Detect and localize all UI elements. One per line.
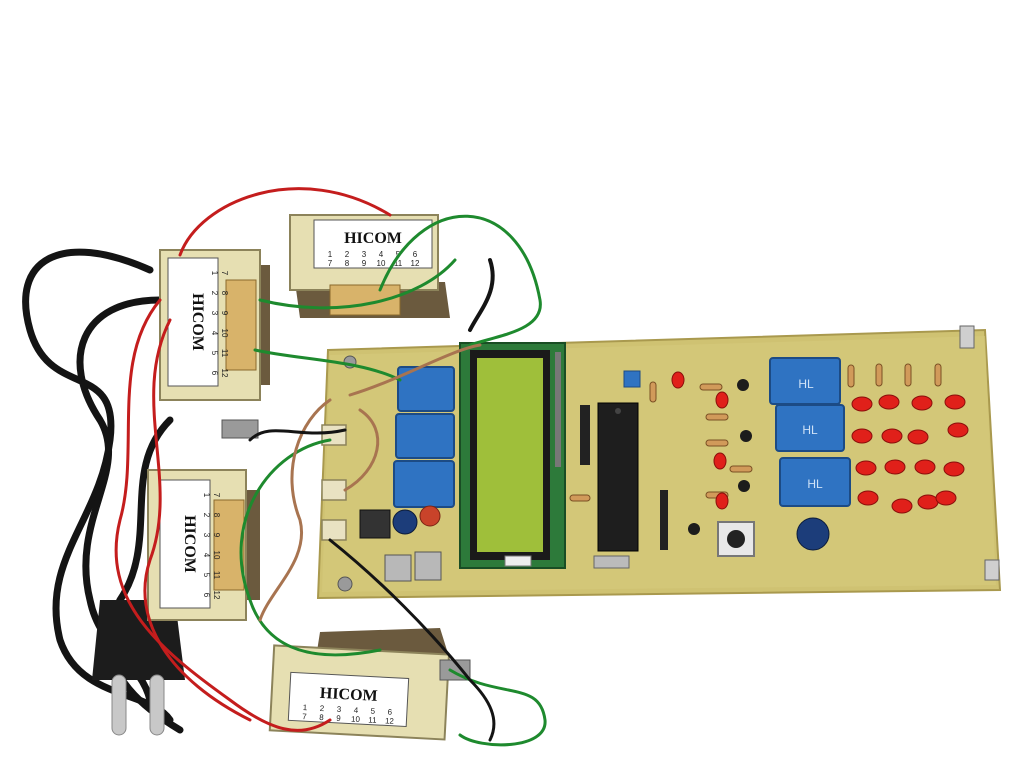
- pin-label: 1: [303, 703, 308, 712]
- red-leds: [671, 371, 969, 514]
- green-wire: [239, 438, 382, 657]
- relay: HL: [779, 457, 851, 507]
- pin-label: 8: [345, 259, 350, 268]
- pin-label: 7: [220, 271, 229, 276]
- pin-label: 1: [210, 271, 219, 276]
- brown-wire: [258, 398, 332, 622]
- lcd-module: [459, 342, 566, 569]
- pin-label: 9: [336, 714, 341, 723]
- pin-label: 8: [319, 713, 324, 722]
- brown-wire: [343, 408, 380, 492]
- potentiometer: [623, 370, 641, 388]
- voltage-regulators: [359, 509, 442, 582]
- crystal: [593, 555, 630, 569]
- capacitors: [392, 505, 830, 551]
- pin-label: 4: [202, 553, 211, 558]
- pin-label: 3: [336, 705, 341, 714]
- pin-label: 4: [379, 250, 384, 259]
- pin-label: 5: [202, 573, 211, 578]
- green-wire: [258, 258, 457, 310]
- pin-label: 2: [210, 291, 219, 296]
- relay: HL: [775, 404, 845, 452]
- pin-label: 12: [212, 591, 221, 600]
- pin-label: 12: [220, 369, 229, 378]
- pin-label: 8: [220, 291, 229, 296]
- pin-label: 1: [328, 250, 333, 259]
- pin-label: 3: [210, 311, 219, 316]
- pin-label: 6: [387, 707, 392, 716]
- pin-label: 6: [202, 593, 211, 598]
- pin-label: 1: [202, 493, 211, 498]
- relay-marking: HL: [798, 377, 814, 391]
- microcontroller-chip: [580, 402, 668, 569]
- pin-label: 3: [362, 250, 367, 259]
- relay-marking: HL: [807, 477, 823, 491]
- green-wire: [448, 668, 547, 747]
- transformer-brand: HICOM: [344, 230, 402, 247]
- pin-label: 12: [411, 259, 420, 268]
- pin-label: 7: [212, 493, 221, 498]
- right-relays: HL HL HL: [769, 357, 851, 507]
- pin-label: 9: [212, 533, 221, 538]
- pin-label: 8: [212, 513, 221, 518]
- push-button: [717, 521, 755, 557]
- pin-label: 10: [351, 715, 361, 724]
- black-wire: [468, 258, 495, 332]
- pin-label: 7: [328, 259, 333, 268]
- black-wire: [328, 538, 496, 742]
- pin-label: 6: [210, 371, 219, 376]
- brown-wire: [348, 343, 482, 397]
- pin-label: 5: [210, 351, 219, 356]
- pin-label: 3: [202, 533, 211, 538]
- transistors: [688, 379, 752, 535]
- pin-label: 4: [353, 706, 358, 715]
- left-relays: [393, 366, 455, 508]
- relay-marking: HL: [802, 423, 818, 437]
- pin-label: 2: [202, 513, 211, 518]
- pin-label: 12: [385, 716, 395, 725]
- mounting-screw: [337, 576, 353, 592]
- transformer-brand: HICOM: [181, 515, 198, 573]
- red-wire: [178, 187, 392, 257]
- black-wire: [248, 428, 347, 442]
- transformer-left-upper: HICOM 1 2 3 4 5 6 7 8 9 10 11 12: [159, 249, 270, 439]
- pin-label: 5: [370, 707, 375, 716]
- red-wire: [114, 298, 332, 732]
- wires: [114, 187, 547, 747]
- green-wire: [253, 348, 402, 382]
- pin-label: 4: [210, 331, 219, 336]
- pin-label: 2: [320, 704, 325, 713]
- pin-label: 10: [220, 329, 229, 338]
- pin-label: 9: [220, 311, 229, 316]
- standoff: [984, 559, 1000, 581]
- pin-label: 6: [413, 250, 418, 259]
- pin-label: 7: [302, 712, 307, 721]
- pin-label: 11: [394, 259, 403, 268]
- lcd-screen: [477, 358, 543, 552]
- pin-label: 11: [368, 715, 377, 724]
- pin-label: 11: [212, 571, 221, 580]
- green-wire: [378, 214, 542, 347]
- transformer-brand: HICOM: [189, 293, 206, 351]
- pin-label: 10: [212, 551, 221, 560]
- red-wire: [143, 318, 252, 722]
- pin-label: 11: [220, 349, 229, 358]
- pin-label: 9: [362, 259, 367, 268]
- relay: HL: [769, 357, 841, 405]
- standoff: [959, 325, 975, 349]
- terminal-connectors: [321, 424, 347, 541]
- transformer-left-lower: HICOM 1 2 3 4 5 6 7 8 9 10 11 12: [147, 469, 260, 621]
- pin-label: 2: [345, 250, 350, 259]
- pin-label: 10: [377, 259, 386, 268]
- transformer-brand: HICOM: [319, 685, 378, 705]
